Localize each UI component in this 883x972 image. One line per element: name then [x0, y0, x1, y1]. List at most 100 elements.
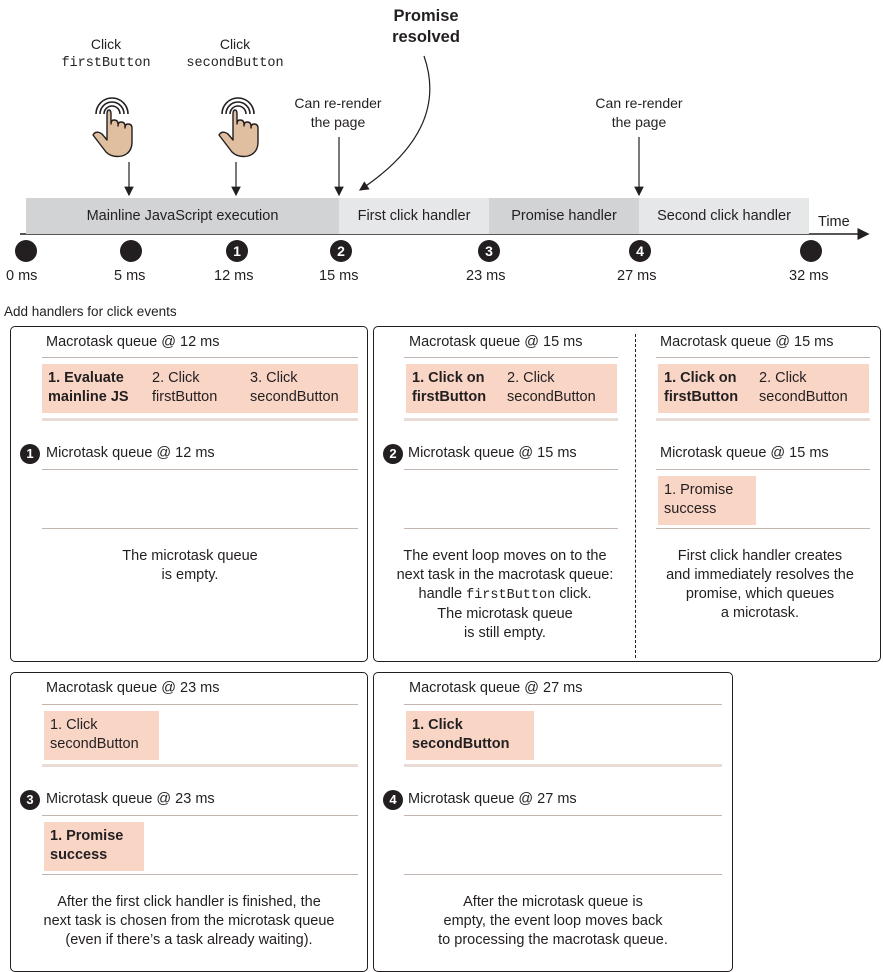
- macrotask-title: Macrotask queue @ 15 ms: [660, 334, 834, 350]
- time-axis-label: Time: [818, 214, 850, 230]
- click-second-label: Click secondButton: [170, 35, 300, 73]
- description-line: (even if there’s a task already waiting)…: [65, 932, 313, 948]
- segment-promise: Promise handler: [489, 198, 639, 234]
- divider: [656, 418, 870, 421]
- description-line: The microtask queue: [437, 606, 573, 622]
- rerender-line1: Can re-render: [595, 95, 683, 111]
- macrotask-cell: 1. Evaluate mainline JS: [42, 364, 146, 413]
- divider: [42, 874, 358, 875]
- macrotask-cell: 2. Click secondButton: [501, 364, 617, 413]
- segment-first-click: First click handler: [339, 198, 489, 234]
- rerender-line1: Can re-render: [294, 95, 382, 111]
- tick-label: 23 ms: [466, 268, 506, 284]
- divider: [42, 418, 358, 421]
- marker-3-badge: 3: [20, 790, 40, 810]
- divider: [656, 469, 870, 470]
- segment-mainline: Mainline JavaScript execution: [26, 198, 339, 234]
- tick-label: 5 ms: [114, 268, 146, 284]
- cell-line: secondButton: [759, 389, 848, 405]
- divider: [42, 528, 358, 529]
- description-line: promise, which queues: [685, 586, 835, 602]
- hand-click-icon-second: [218, 97, 259, 158]
- tick-label: 27 ms: [617, 268, 657, 284]
- promise-resolved-line1: Promise: [393, 7, 459, 25]
- panel-15ms: [373, 326, 881, 662]
- cell-line: success: [664, 501, 717, 517]
- cell-line: firstButton: [412, 389, 487, 405]
- click-first-label: Click firstButton: [50, 35, 162, 73]
- arrow-promise-resolved: [359, 55, 431, 191]
- divider: [404, 528, 618, 529]
- description: After the microtask queue is empty, the …: [380, 893, 726, 950]
- divider: [656, 357, 870, 358]
- divider: [42, 357, 358, 358]
- microtask-title: Microtask queue @ 12 ms: [46, 445, 215, 461]
- microtask-title: Microtask queue @ 27 ms: [408, 791, 577, 807]
- divider: [42, 469, 358, 470]
- description: The event loop moves on to the next task…: [377, 547, 633, 643]
- click-word: Click: [90, 36, 122, 52]
- divider: [404, 764, 722, 767]
- section-title: Add handlers for click events: [4, 304, 177, 319]
- cell-line: 1. Click on: [412, 370, 485, 386]
- cell-line: 2. Click: [759, 370, 807, 386]
- cell-line: 1. Promise: [664, 482, 734, 498]
- rerender-line2: the page: [310, 114, 366, 130]
- divider: [404, 357, 618, 358]
- macrotask-cell: 3. Click secondButton: [244, 364, 358, 413]
- arrows-overlay: [20, 55, 870, 240]
- click-word: Click: [219, 36, 251, 52]
- marker-3: 3: [478, 240, 500, 262]
- cell-line: secondButton: [412, 736, 510, 752]
- promise-resolved-line2: resolved: [392, 28, 460, 46]
- cell-line: 2. Click: [507, 370, 555, 386]
- tick-dot-32: [800, 240, 822, 262]
- marker-1-badge: 1: [20, 444, 40, 464]
- description-line: to processing the macrotask queue.: [438, 932, 668, 948]
- tick-label: 0 ms: [6, 268, 38, 284]
- macrotask-title: Macrotask queue @ 23 ms: [46, 680, 220, 696]
- divider: [404, 469, 618, 470]
- cell-line: 1. Click: [50, 717, 98, 733]
- cell-line: 1. Promise: [50, 828, 124, 844]
- description: After the first click handler is finishe…: [12, 893, 366, 950]
- cell-line: 1. Click: [412, 717, 463, 733]
- macrotask-cell: 2. Click firstButton: [146, 364, 244, 413]
- description-line: next task is chosen from the microtask q…: [43, 913, 335, 929]
- microtask-title: Microtask queue @ 15 ms: [660, 445, 829, 461]
- marker-2-badge: 2: [383, 444, 403, 464]
- rerender-line2: the page: [611, 114, 667, 130]
- description-line: is still empty.: [464, 625, 546, 641]
- macrotask-title: Macrotask queue @ 27 ms: [409, 680, 583, 696]
- microtask-title: Microtask queue @ 23 ms: [46, 791, 215, 807]
- cell-line: secondButton: [50, 736, 139, 752]
- description-line: a microtask.: [720, 605, 800, 621]
- second-button-code: secondButton: [186, 56, 284, 71]
- divider: [404, 874, 722, 875]
- divider: [42, 704, 358, 705]
- description: First click handler creates and immediat…: [640, 547, 880, 623]
- description-line: The event loop moves on to the: [403, 548, 607, 564]
- description-line: After the first click handler is finishe…: [57, 894, 321, 910]
- description-line: After the microtask queue is: [463, 894, 643, 910]
- tick-label: 32 ms: [789, 268, 829, 284]
- panel-12ms: [10, 326, 368, 662]
- marker-1: 1: [226, 240, 248, 262]
- description-line: First click handler creates: [677, 548, 843, 564]
- hand-click-icon-first: [92, 97, 133, 158]
- macrotask-cell: 1. Click on firstButton: [406, 364, 501, 413]
- description-line: empty, the event loop moves back: [443, 913, 663, 929]
- rerender-label-1: Can re-render the page: [278, 94, 398, 132]
- description-line: next task in the macrotask queue:: [396, 567, 614, 583]
- cell-line: firstButton: [664, 389, 739, 405]
- macrotask-cell: 1. Click secondButton: [406, 711, 534, 760]
- divider: [42, 815, 358, 816]
- cell-line: success: [50, 847, 108, 863]
- divider: [404, 704, 722, 705]
- cell-line: 1. Click on: [664, 370, 737, 386]
- macrotask-title: Macrotask queue @ 12 ms: [46, 334, 220, 350]
- promise-resolved-label: Promise resolved: [376, 6, 476, 48]
- macrotask-cell: 1. Click on firstButton: [658, 364, 753, 413]
- rerender-label-2: Can re-render the page: [579, 94, 699, 132]
- description-line: handle firstButton click.: [418, 586, 592, 603]
